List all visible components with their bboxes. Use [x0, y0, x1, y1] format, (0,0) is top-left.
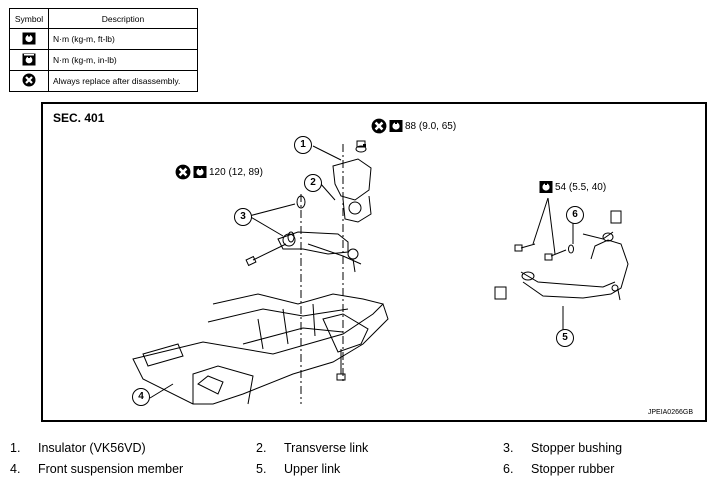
callout-6: 6	[566, 206, 584, 224]
legend-header-row: Symbol Description	[9, 8, 198, 29]
list-item: 6. Stopper rubber	[503, 462, 615, 476]
torque-wrench-icon	[193, 166, 207, 178]
suspension-diagram-frame: SEC. 401 88 (9.0, 65) 120 (12, 89) 54 (5…	[41, 102, 707, 422]
torque-value: 88 (9.0, 65)	[405, 120, 457, 132]
torque-spec-middle: 120 (12, 89)	[175, 164, 263, 180]
legend-description: Always replace after disassembly.	[48, 70, 198, 92]
list-item: 3. Stopper bushing	[503, 441, 623, 455]
legend-row: N·m (kg-m, ft-lb)	[9, 28, 198, 50]
always-replace-icon	[22, 73, 36, 87]
callout-4: 4	[132, 388, 150, 406]
list-item: 4. Front suspension member	[10, 462, 184, 476]
always-replace-icon	[371, 118, 387, 134]
section-label: SEC. 401	[53, 111, 105, 125]
legend-header-description: Description	[48, 8, 198, 29]
always-replace-icon	[175, 164, 191, 180]
legend-row: N·m (kg-m, in-lb)	[9, 49, 198, 71]
list-item: 1. Insulator (VK56VD)	[10, 441, 146, 455]
torque-value: 120 (12, 89)	[209, 166, 263, 178]
legend-description: N·m (kg-m, in-lb)	[48, 49, 198, 71]
callout-2: 2	[304, 174, 322, 192]
callout-5: 5	[556, 329, 574, 347]
torque-wrench-inlb-icon	[22, 53, 36, 65]
torque-value: 54 (5.5, 40)	[555, 181, 607, 193]
figure-code: JPEIA0266GB	[647, 409, 693, 416]
torque-wrench-icon	[539, 181, 553, 193]
legend-row: Always replace after disassembly.	[9, 70, 198, 92]
torque-wrench-icon	[22, 32, 36, 44]
legend-description: N·m (kg-m, ft-lb)	[48, 28, 198, 50]
callout-1: 1	[294, 136, 312, 154]
legend-header-symbol: Symbol	[9, 8, 49, 29]
torque-wrench-icon	[389, 120, 403, 132]
torque-spec-top: 88 (9.0, 65)	[371, 118, 456, 134]
suspension-illustration	[132, 140, 629, 405]
list-item: 2. Transverse link	[256, 441, 369, 455]
list-item: 5. Upper link	[256, 462, 341, 476]
torque-spec-right: 54 (5.5, 40)	[539, 180, 606, 194]
symbol-legend-table: Symbol Description N·m (kg-m, ft-lb) N·m…	[9, 8, 198, 92]
callout-3: 3	[234, 208, 252, 226]
